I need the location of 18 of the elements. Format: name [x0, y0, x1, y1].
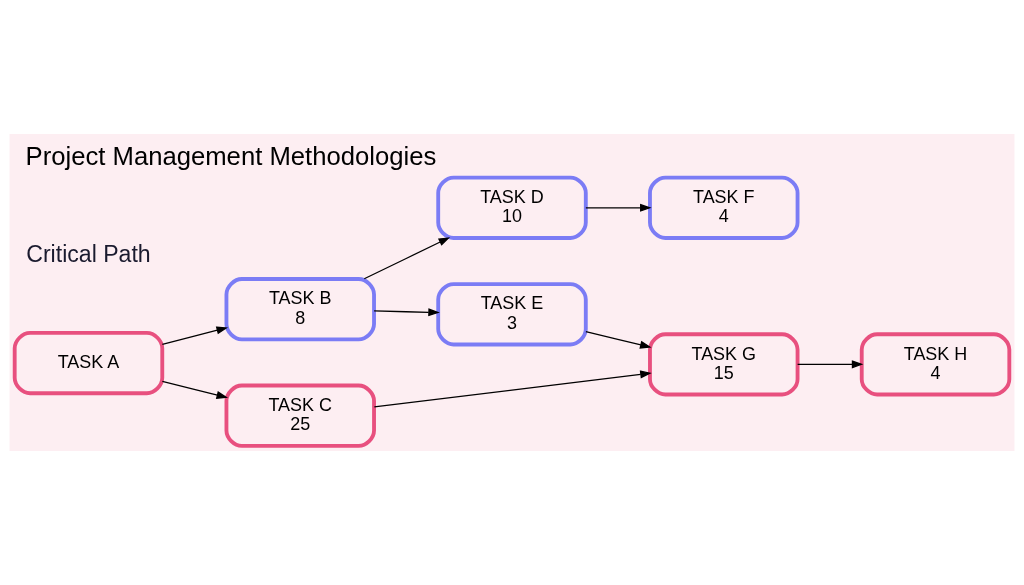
node-box: TASK G 15: [648, 332, 800, 397]
arrow: [363, 237, 451, 280]
node-box: TASK H 4: [859, 332, 1012, 397]
node-box: TASK F 4: [648, 175, 800, 240]
diagram-title: Project Management Methodologies: [25, 141, 437, 170]
arrow: [373, 308, 440, 317]
arrow: [585, 203, 652, 212]
arrow: [161, 380, 229, 399]
arrow: [373, 370, 652, 408]
label: Critical Path: [26, 241, 151, 268]
node-box: TASK C 25: [224, 383, 376, 448]
node-box: TASK E 3: [436, 282, 588, 347]
arrow: [585, 331, 652, 349]
arrow: [161, 326, 229, 346]
arrow: [797, 360, 864, 369]
node-box: TASK B 8: [224, 277, 376, 342]
node-box: TASK D 10: [436, 175, 588, 240]
node-box: TASK A: [12, 331, 165, 396]
